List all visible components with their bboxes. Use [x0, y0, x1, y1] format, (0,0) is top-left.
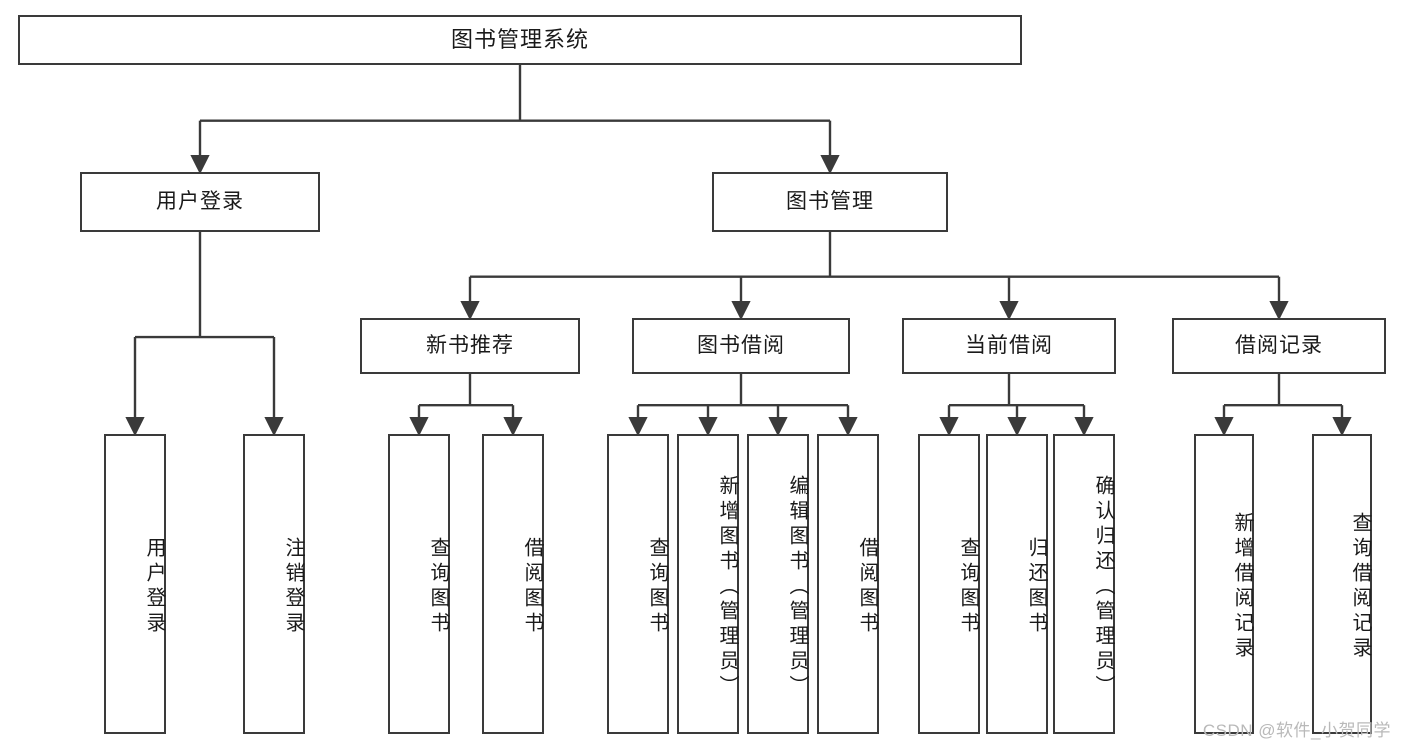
- node-leaf-user-login: 用户登录: [104, 434, 166, 734]
- node-borrow-record: 借阅记录: [1172, 318, 1386, 374]
- node-label: 借阅图书: [856, 537, 878, 637]
- node-leaf-query-record: 查询借阅记录: [1312, 434, 1372, 734]
- node-leaf-edit-book: 编辑图书（管理员）: [747, 434, 809, 734]
- node-label: 借阅图书: [521, 537, 543, 637]
- csdn-watermark: CSDN @软件_小贺同学: [1202, 721, 1391, 740]
- node-label: 查询图书: [646, 537, 668, 637]
- node-leaf-return-book: 归还图书: [986, 434, 1048, 734]
- node-label: 查询图书: [427, 537, 449, 637]
- node-leaf-query-book-3: 查询图书: [918, 434, 980, 734]
- node-label: 归还图书: [1025, 537, 1047, 637]
- node-label: 新增借阅记录: [1231, 512, 1253, 662]
- node-label: 注销登录: [282, 537, 304, 637]
- node-label: 查询借阅记录: [1349, 512, 1371, 662]
- node-leaf-add-record: 新增借阅记录: [1194, 434, 1254, 734]
- node-label: 编辑图书（管理员）: [786, 474, 808, 700]
- node-book-borrow: 图书借阅: [632, 318, 850, 374]
- node-root: 图书管理系统: [18, 15, 1022, 65]
- node-leaf-query-book-2: 查询图书: [607, 434, 669, 734]
- node-label: 新增图书（管理员）: [716, 474, 738, 700]
- node-label: 图书管理: [786, 189, 874, 213]
- node-leaf-borrow-book-2: 借阅图书: [817, 434, 879, 734]
- node-label: 查询图书: [957, 537, 979, 637]
- node-label: 用户登录: [156, 189, 244, 213]
- node-label: 图书管理系统: [450, 27, 589, 53]
- node-leaf-add-book: 新增图书（管理员）: [677, 434, 739, 734]
- node-new-book-rec: 新书推荐: [360, 318, 580, 374]
- node-label: 用户登录: [143, 537, 165, 637]
- node-book-manage: 图书管理: [712, 172, 948, 232]
- node-label: 借阅记录: [1235, 333, 1323, 357]
- node-label: 新书推荐: [426, 333, 514, 357]
- node-label: 当前借阅: [965, 333, 1053, 357]
- node-label: 确认归还（管理员）: [1092, 474, 1114, 700]
- node-user-login: 用户登录: [80, 172, 320, 232]
- node-leaf-logout: 注销登录: [243, 434, 305, 734]
- node-leaf-confirm-return: 确认归还（管理员）: [1053, 434, 1115, 734]
- node-leaf-borrow-book-1: 借阅图书: [482, 434, 544, 734]
- node-label: 图书借阅: [697, 333, 785, 357]
- node-current-borrow: 当前借阅: [902, 318, 1116, 374]
- node-leaf-query-book-1: 查询图书: [388, 434, 450, 734]
